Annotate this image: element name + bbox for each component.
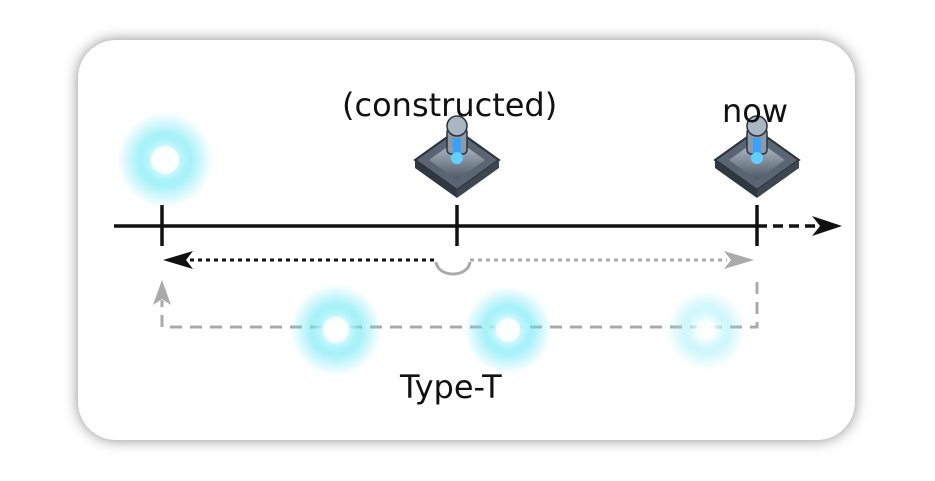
machine-structure-icon — [713, 115, 801, 198]
glowing-portal-icon — [464, 286, 552, 374]
backward-arrowhead — [163, 251, 193, 269]
label-now: now — [722, 92, 789, 130]
forward-gray-arrowhead — [724, 251, 754, 269]
label-constructed: (constructed) — [342, 86, 558, 124]
loop-dashed-path — [160, 282, 759, 329]
machine-structure-icon — [413, 115, 501, 198]
label-type: Type-T — [400, 368, 502, 406]
glowing-portal-icon — [117, 112, 213, 208]
hop-arc — [434, 261, 472, 276]
diagram-card — [78, 40, 855, 440]
timeline-arrowhead — [812, 216, 842, 236]
glowing-portal-icon — [290, 284, 382, 376]
loop-arrowhead — [153, 280, 171, 305]
glowing-portal-icon — [666, 290, 746, 370]
